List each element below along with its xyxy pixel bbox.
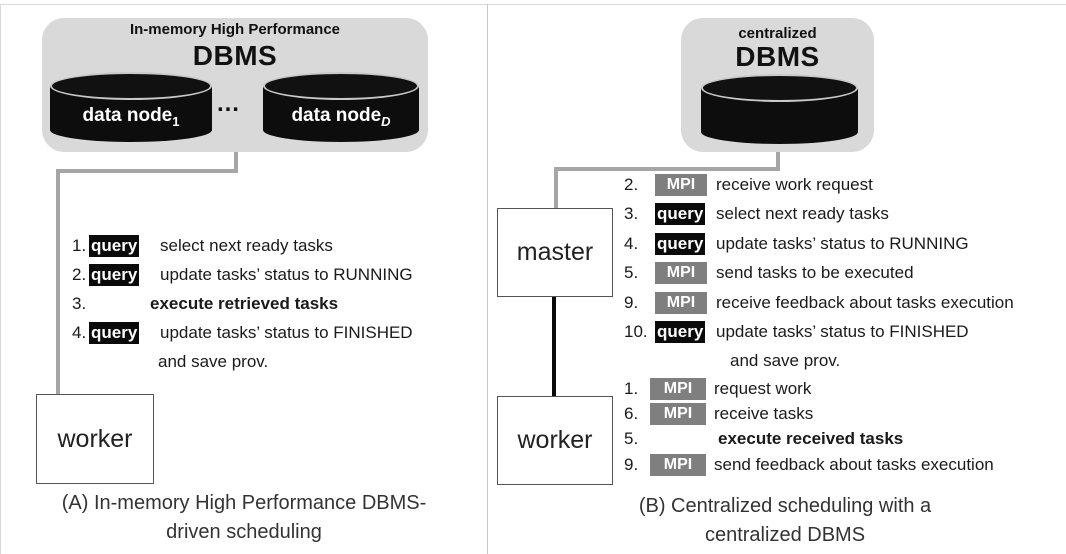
connector-b-horizontal xyxy=(554,167,780,171)
step-b-master-1: 2. MPI receive work request xyxy=(624,174,873,196)
step-b-master-2: 3. query select next ready tasks xyxy=(624,203,889,225)
step-b-master-5: 9. MPI receive feedback about tasks exec… xyxy=(624,292,1014,314)
mpi-tag: MPI xyxy=(650,454,706,476)
connector-a-vertical-top xyxy=(234,152,238,172)
connector-a-horizontal xyxy=(56,169,238,173)
caption-a: (A) In-memory High Performance DBMS- dri… xyxy=(61,492,427,543)
step-b-worker-4: 9. MPI send feedback about tasks executi… xyxy=(624,454,994,476)
master-worker-link xyxy=(552,297,556,396)
step-b-worker-1: 1. MPI request work xyxy=(624,378,812,400)
dbms-a-small-title: In-memory High Performance xyxy=(129,21,341,38)
master-box: master xyxy=(497,208,613,297)
step-b-master-3: 4. query update tasks’ status to RUNNING xyxy=(624,233,969,255)
step-a-1: 1. query select next ready tasks xyxy=(72,235,333,257)
dbms-b-big-title: DBMS xyxy=(735,41,820,72)
worker-a-box: worker xyxy=(36,394,154,484)
data-node-1-cylinder-icon: data node1 xyxy=(50,72,212,142)
centralized-db-cylinder-icon xyxy=(701,74,858,144)
data-node-1-label: data node1 xyxy=(82,105,180,129)
step-a-4: 4. query update tasks’ status to FINISHE… xyxy=(72,322,413,344)
step-a-2: 2. query update tasks’ status to RUNNING xyxy=(72,264,413,286)
mpi-tag: MPI xyxy=(655,174,707,196)
frame-left-border xyxy=(0,4,1,554)
mpi-tag: MPI xyxy=(650,403,706,425)
step-a-4-continued: and save prov. xyxy=(158,352,269,371)
connector-a-vertical-down xyxy=(56,169,60,395)
query-tag: query xyxy=(655,321,706,343)
mpi-tag: MPI xyxy=(655,262,707,284)
nodes-ellipsis: … xyxy=(216,90,241,117)
query-tag: query xyxy=(655,203,706,225)
step-b-master-4: 5. MPI send tasks to be executed xyxy=(624,262,914,284)
data-node-d-label: data nodeD xyxy=(291,105,391,129)
connector-b-vertical-top xyxy=(776,152,780,170)
dbms-a-big-title: DBMS xyxy=(192,40,278,71)
step-a-3: 3. execute retrieved tasks xyxy=(72,294,339,313)
worker-b-box: worker xyxy=(497,396,613,485)
query-tag: query xyxy=(89,264,140,286)
query-tag: query xyxy=(655,233,706,255)
step-b-master-6-continued: and save prov. xyxy=(730,351,841,370)
step-b-worker-2: 6. MPI receive tasks xyxy=(624,403,814,425)
dbms-b-small-title: centralized xyxy=(738,25,817,42)
caption-b: (B) Centralized scheduling with a centra… xyxy=(638,495,932,546)
frame-top-border xyxy=(0,4,1066,5)
query-tag: query xyxy=(89,322,140,344)
connector-b-vertical-down xyxy=(554,167,558,209)
mpi-tag: MPI xyxy=(650,378,706,400)
mpi-tag: MPI xyxy=(655,292,707,314)
step-b-worker-3: 5. execute received tasks xyxy=(624,429,904,448)
step-b-master-6: 10. query update tasks’ status to FINISH… xyxy=(624,321,969,343)
panel-divider xyxy=(487,4,488,554)
data-node-d-cylinder-icon: data nodeD xyxy=(263,72,419,142)
query-tag: query xyxy=(89,235,140,257)
